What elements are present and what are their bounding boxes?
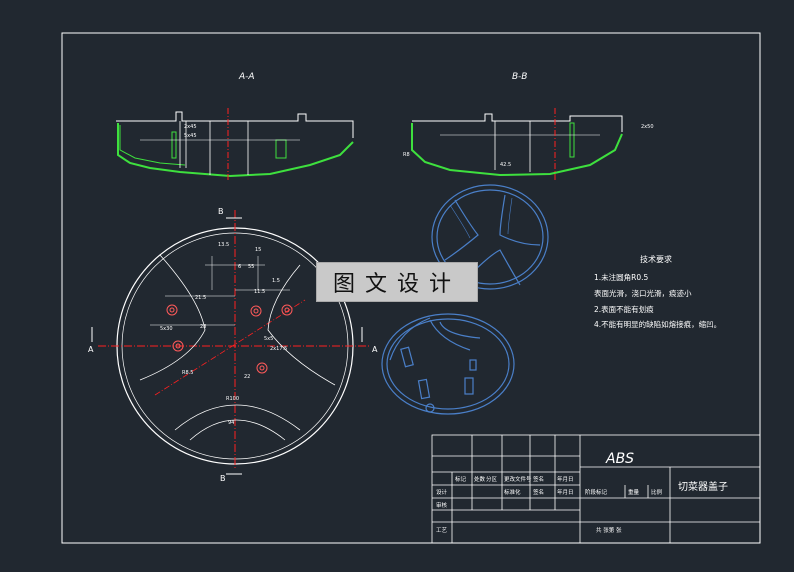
lbl-date-2: 年月日 xyxy=(557,488,574,496)
dim-plan-6: 5x5 xyxy=(264,336,273,342)
title-block-text: ABS 切菜器盖子 标记 处数 分区 更改文件号 签名 年月日 设计 标准化 签… xyxy=(436,451,728,534)
lbl-change: 更改文件号 xyxy=(504,475,532,483)
dim-bb-3: 42.5 xyxy=(500,162,511,168)
lbl-craft: 工艺 xyxy=(436,527,448,534)
lbl-std: 标准化 xyxy=(504,488,521,496)
dim-plan-13: 6 xyxy=(238,264,241,270)
title-block xyxy=(431,434,761,544)
cut-a-left: A xyxy=(88,345,94,354)
cut-a-right: A xyxy=(372,345,378,354)
drawing-frame xyxy=(61,32,761,544)
tech-item-3: 2.表面不能有划痕 xyxy=(594,304,654,314)
lbl-scale: 比例 xyxy=(651,488,663,496)
dim-plan-10: 5x30 xyxy=(160,326,173,332)
dim-plan-2: 15 xyxy=(255,247,261,253)
lbl-check: 审核 xyxy=(436,501,448,509)
section-aa-view: A-A 2x45 5x45 xyxy=(116,72,354,180)
lbl-sign: 签名 xyxy=(533,475,544,483)
lbl-stage: 阶段标记 xyxy=(585,488,608,496)
lbl-sign-2: 签名 xyxy=(533,488,544,496)
lbl-mark: 标记 xyxy=(455,475,467,483)
section-aa-label: A-A xyxy=(238,72,255,82)
lbl-weight: 重量 xyxy=(628,488,640,496)
tech-item-1: 1.未注圆角R0.5 xyxy=(594,272,649,282)
lbl-design: 设计 xyxy=(436,488,448,496)
tech-requirements: 技术要求 1.未注圆角R0.5 表面光滑，浇口光滑，痕迹小 2.表面不能有划痕 … xyxy=(594,254,721,329)
tech-item-2: 表面光滑，浇口光滑，痕迹小 xyxy=(594,288,692,298)
dim-bb-1: 2x50 xyxy=(641,124,654,130)
lbl-count: 处数 xyxy=(474,475,486,483)
dim-plan-1: 13.5 xyxy=(218,242,229,248)
watermark-banner: 图文设计 xyxy=(316,262,478,302)
lbl-date: 年月日 xyxy=(557,475,574,483)
dim-plan-8: R8.5 xyxy=(182,370,193,376)
dim-plan-7: 22 xyxy=(244,374,250,380)
lbl-sheets: 共 张第 张 xyxy=(596,526,622,534)
cut-b-top: B xyxy=(218,207,224,216)
dim-plan-4: 11.5 xyxy=(254,289,265,295)
dim-plan-11: R100 xyxy=(226,396,239,402)
dim-plan-14: 55 xyxy=(248,264,254,270)
dim-aa-1: 2x45 xyxy=(184,124,197,130)
isometric-view-top xyxy=(431,184,549,290)
dim-plan-9: 2x17.5 xyxy=(270,346,287,352)
section-bb-label: B-B xyxy=(512,72,527,82)
dim-bb-2: R8 xyxy=(403,152,410,158)
dim-plan-5: 28 xyxy=(200,324,206,330)
tech-item-4: 4.不能有明显的缺陷如熔接痕，缩凹。 xyxy=(594,319,721,329)
plan-view: A A B B 13.5 15 21.5 11.5 28 5x5 22 R8.5… xyxy=(88,207,378,483)
part-name-text: 切菜器盖子 xyxy=(678,480,728,493)
dim-plan-15: 94 xyxy=(228,420,234,426)
section-bb-view: B-B 2x50 R8 42.5 xyxy=(403,72,654,180)
tech-title: 技术要求 xyxy=(640,254,672,264)
dim-plan-3: 21.5 xyxy=(195,295,206,301)
dim-aa-2: 5x45 xyxy=(184,133,197,139)
isometric-view-bottom xyxy=(381,313,515,415)
dim-plan-12: 1.5 xyxy=(272,278,280,284)
cut-b-bottom: B xyxy=(220,474,226,483)
material-text: ABS xyxy=(605,451,634,467)
lbl-zone: 分区 xyxy=(486,475,498,483)
